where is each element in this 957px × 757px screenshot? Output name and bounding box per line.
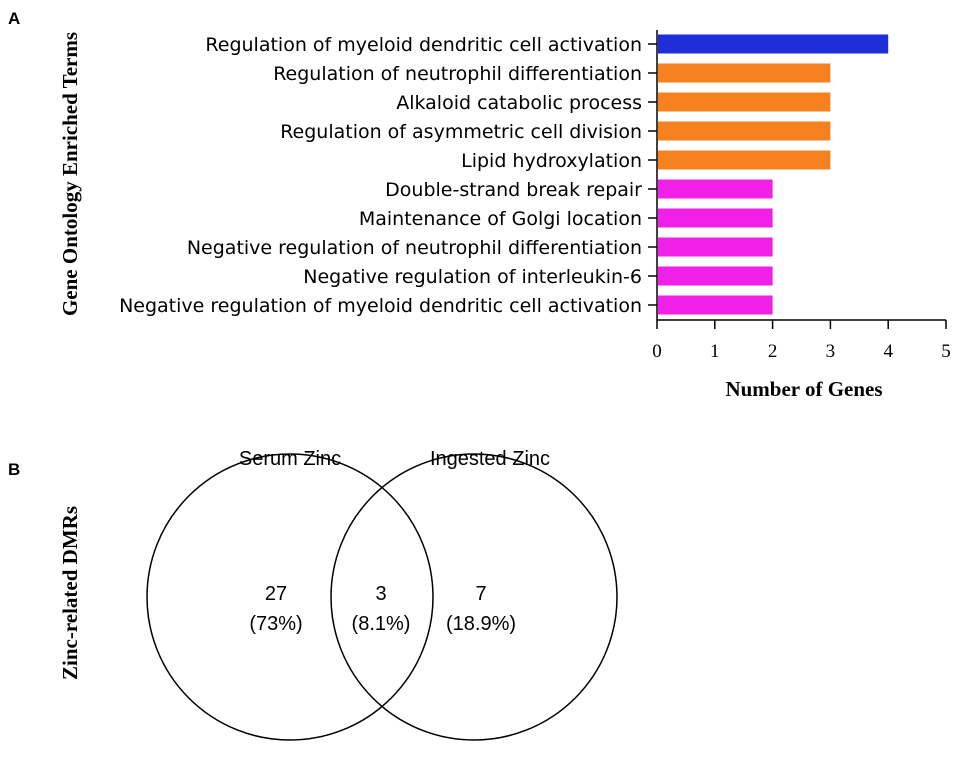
panel-a-letter: A xyxy=(8,9,20,28)
y-axis-ticks xyxy=(648,43,657,306)
x-tick-label: 1 xyxy=(710,341,720,362)
category-label-regulation-of-neutrophil-differentiation: Regulation of neutrophil differentiation xyxy=(273,63,642,85)
category-label-lipid-hydroxylation: Lipid hydroxylation xyxy=(461,150,642,172)
x-tick-label: 4 xyxy=(883,341,893,362)
venn-set-label-ingested-zinc: Ingested Zinc xyxy=(430,448,550,470)
venn-ingested-only-count: 7 xyxy=(475,583,486,605)
bar-lipid-hydroxylation xyxy=(658,150,831,170)
venn-diagram: Serum Zinc Ingested Zinc 27 (73%) 3 (8.1… xyxy=(146,448,618,741)
category-label-maintenance-of-golgi-location: Maintenance of Golgi location xyxy=(359,208,642,230)
category-label-negative-regulation-of-myeloid-dendritic-cell-activation: Negative regulation of myeloid dendritic… xyxy=(119,295,642,317)
x-tick-label: 5 xyxy=(941,341,951,362)
x-tick-label: 0 xyxy=(652,341,662,362)
x-tick-label: 3 xyxy=(826,341,836,362)
bar-negative-regulation-of-interleukin-6 xyxy=(658,266,773,286)
x-tick-label: 2 xyxy=(768,341,778,362)
bars xyxy=(658,34,889,315)
venn-intersection-count: 3 xyxy=(375,583,386,605)
bar-chart: Regulation of myeloid dendritic cell act… xyxy=(119,30,951,401)
venn-serum-only-percent: (73%) xyxy=(249,613,302,635)
category-label-alkaloid-catabolic-process: Alkaloid catabolic process xyxy=(396,92,642,114)
bar-regulation-of-neutrophil-differentiation xyxy=(658,63,831,83)
category-labels: Regulation of myeloid dendritic cell act… xyxy=(119,34,642,317)
venn-set-label-serum-zinc: Serum Zinc xyxy=(239,448,341,470)
x-axis-title: Number of Genes xyxy=(725,377,882,401)
bar-negative-regulation-of-neutrophil-differentiation xyxy=(658,237,773,257)
panel-b-letter: B xyxy=(8,460,20,479)
bar-alkaloid-catabolic-process xyxy=(658,92,831,112)
bar-regulation-of-asymmetric-cell-division xyxy=(658,121,831,141)
category-label-negative-regulation-of-interleukin-6: Negative regulation of interleukin-6 xyxy=(303,266,642,288)
y-axis-title: Gene Ontology Enriched Terms xyxy=(58,32,82,316)
venn-serum-only-count: 27 xyxy=(265,583,287,605)
venn-side-label: Zinc-related DMRs xyxy=(58,506,82,680)
bar-negative-regulation-of-myeloid-dendritic-cell-activation xyxy=(658,295,773,315)
bar-maintenance-of-golgi-location xyxy=(658,208,773,228)
bar-double-strand-break-repair xyxy=(658,179,773,199)
venn-circle-serum-zinc xyxy=(146,453,434,741)
category-label-double-strand-break-repair: Double-strand break repair xyxy=(385,179,642,201)
venn-ingested-only-percent: (18.9%) xyxy=(446,613,516,635)
category-label-negative-regulation-of-neutrophil-differentiation: Negative regulation of neutrophil differ… xyxy=(187,237,642,259)
venn-circle-ingested-zinc xyxy=(330,453,618,741)
bar-regulation-of-myeloid-dendritic-cell-activation xyxy=(658,34,889,54)
category-label-regulation-of-asymmetric-cell-division: Regulation of asymmetric cell division xyxy=(280,121,642,143)
x-axis-ticks: 0 1 2 3 4 5 xyxy=(652,320,951,362)
category-label-regulation-of-myeloid-dendritic-cell-activation: Regulation of myeloid dendritic cell act… xyxy=(205,34,642,56)
venn-intersection-percent: (8.1%) xyxy=(352,613,411,635)
